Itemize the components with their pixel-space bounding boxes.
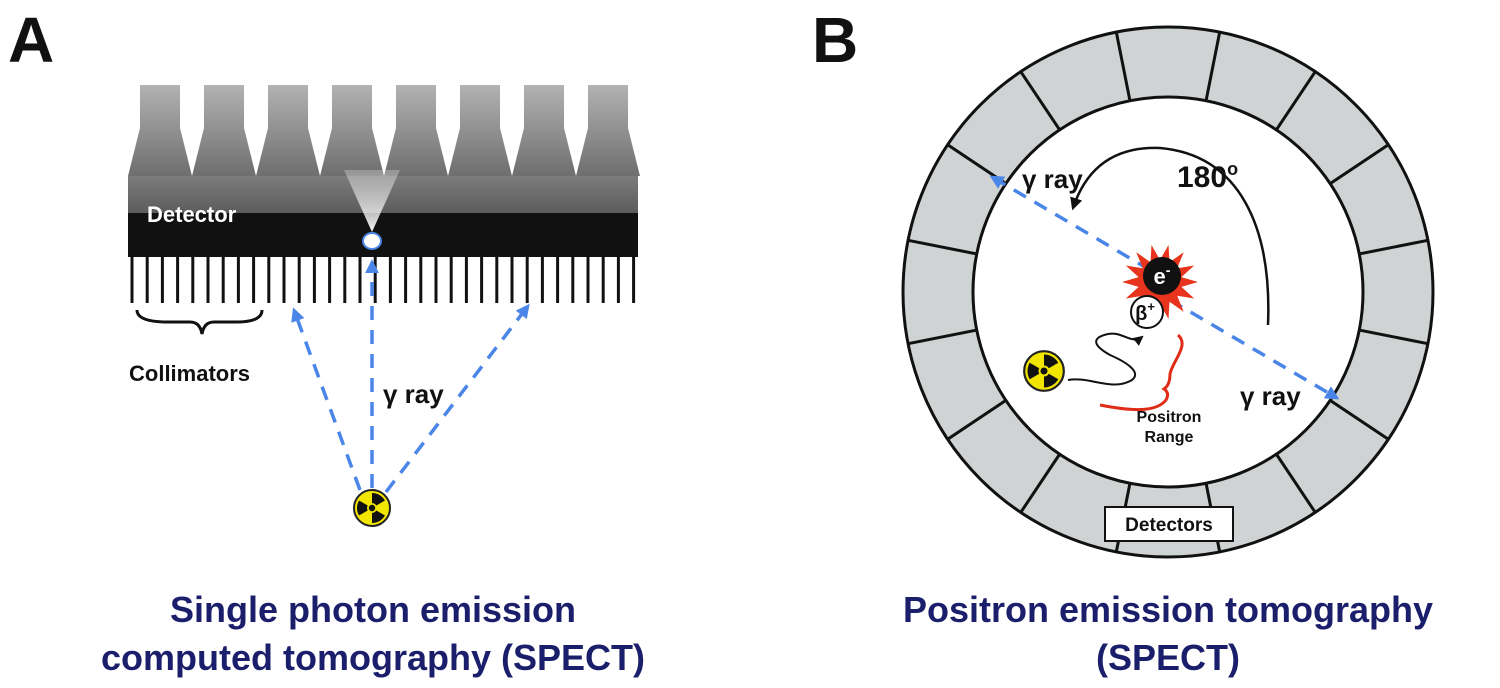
detection-point [362,232,382,250]
collimator-tooth [448,85,512,176]
caption-a-line1: Single photon emission [170,589,576,630]
collimators-label: Collimators [129,361,250,386]
caption-b-line1: Positron emission tomography [903,589,1433,630]
detector-segment-divider [1329,143,1390,185]
collimator-septa [130,257,636,303]
collimator-tooth [128,85,192,176]
collimator-tooth [384,85,448,176]
detector-segment-divider [1275,453,1317,514]
detector-segment-divider [907,328,978,346]
collimator-tooth [320,85,384,176]
panel-a: A Detector Collimators γ ray Single phot… [8,4,645,678]
light-cone [344,170,400,232]
gamma-ray-right-b [1169,298,1340,400]
positron-range-label-1: Positron [1137,409,1202,426]
detector-segment-divider [946,399,1007,441]
detector-label: Detector [147,202,237,227]
panel-b-letter: B [812,4,858,76]
electron-label: e- [1154,262,1171,289]
detector-segment-divider [1019,70,1061,131]
detectors-label: Detectors [1125,515,1213,536]
detector-segment-divider [1329,399,1390,441]
gamma-ray-label-b-right: γ ray [1240,381,1301,411]
collimator-tooth [256,85,320,176]
positron-path [1067,332,1144,386]
positron-label: β+ [1135,299,1155,325]
detector-segment-divider [1204,31,1222,102]
positron-range-label-2: Range [1145,429,1194,446]
angle-arc-arrow [1070,146,1270,326]
gamma-ray-left-b [989,175,1151,272]
radiation-source-icon [352,488,391,527]
detector-black-bar [128,213,638,257]
collimator-tooth [512,85,576,176]
detector-segment-divider [1114,31,1132,102]
positron-range-brace [1099,333,1184,411]
detector-segment-divider [1019,453,1061,514]
panel-b: B Detectors 180o γ ray γ ray e- β+ Posit… [812,4,1435,678]
collimators-brace [135,309,264,335]
gamma-ray-label-a: γ ray [383,379,444,409]
collimator-teeth [128,85,640,176]
detector-segment-divider [1275,70,1317,131]
gamma-ray-label-b-left: γ ray [1022,164,1083,194]
electron [1143,257,1181,295]
detector-segment-divider [1358,328,1429,346]
detectors-label-box [1104,506,1234,542]
panel-a-letter: A [8,4,54,76]
detector-segment-divider [1358,238,1429,256]
detector-segment-divider [907,238,978,256]
collimator-tooth [192,85,256,176]
gamma-ray-right [384,303,530,494]
positron [1130,295,1164,329]
caption-a-line2: computed tomography (SPECT) [101,637,645,678]
collimator-tooth [576,85,640,176]
caption-b-line2: (SPECT) [1096,637,1240,678]
angle-label: 180o [1177,159,1238,194]
gamma-ray-left [291,307,362,491]
